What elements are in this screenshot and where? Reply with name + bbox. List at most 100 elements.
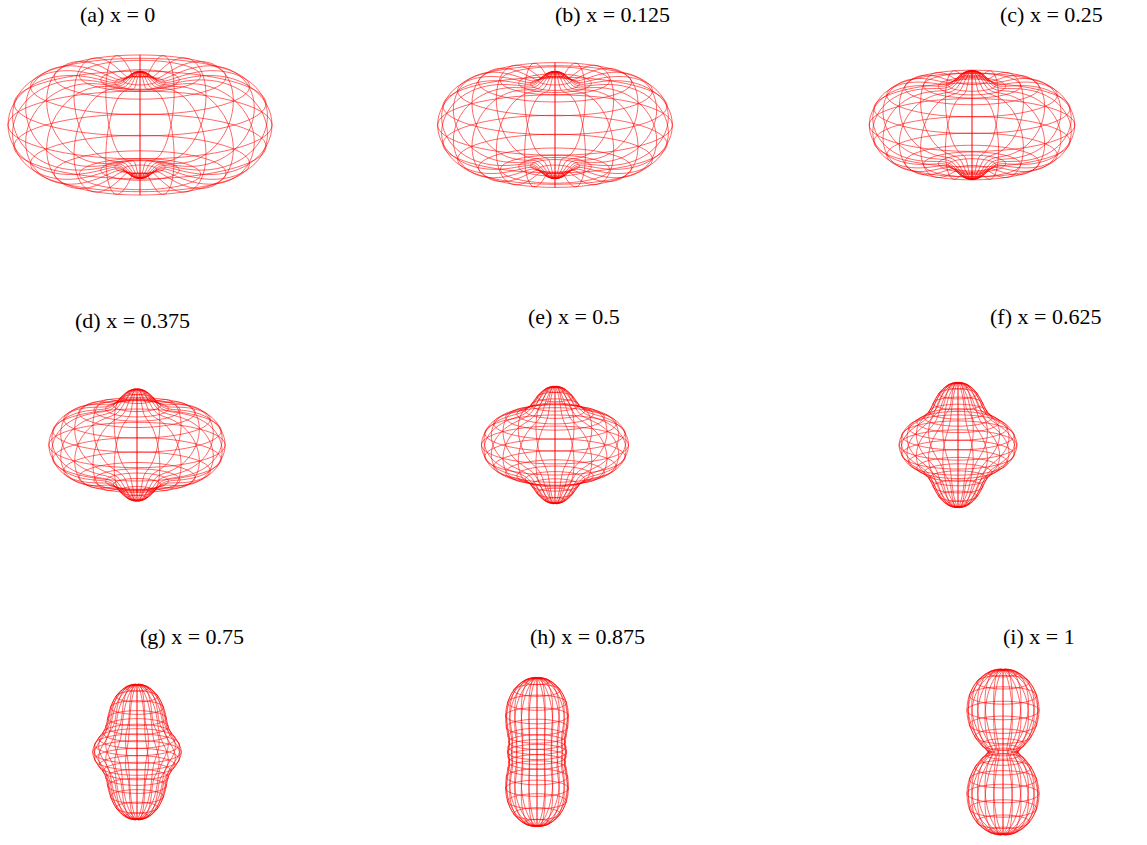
mesh-line bbox=[909, 415, 1008, 440]
mesh-line bbox=[921, 71, 972, 179]
mesh-line bbox=[507, 678, 537, 826]
mesh-line bbox=[113, 478, 160, 490]
mesh-line bbox=[958, 383, 1000, 508]
mesh-line bbox=[537, 678, 553, 826]
mesh-line bbox=[943, 382, 958, 507]
mesh-line bbox=[537, 677, 545, 826]
wireframe-surface bbox=[869, 70, 1075, 180]
mesh-line bbox=[484, 387, 555, 504]
mesh-line bbox=[1003, 669, 1021, 834]
wireframe-surface bbox=[438, 63, 673, 188]
mesh-line bbox=[137, 389, 213, 500]
mesh-line bbox=[958, 383, 973, 508]
panel-label: (c) x = 0.25 bbox=[1000, 2, 1103, 28]
mesh-line bbox=[524, 819, 550, 826]
mesh-line bbox=[958, 383, 1015, 507]
mesh-line bbox=[94, 685, 137, 820]
wireframe-surface bbox=[899, 382, 1017, 507]
mesh-line bbox=[955, 165, 989, 174]
mesh-line bbox=[106, 685, 137, 820]
mesh-line bbox=[537, 678, 564, 826]
mesh-line bbox=[905, 145, 1040, 180]
mesh-line bbox=[127, 390, 146, 395]
mesh-line bbox=[137, 685, 180, 820]
panel-label: (g) x = 0.75 bbox=[140, 624, 244, 650]
mesh-line bbox=[103, 762, 171, 780]
mesh-line bbox=[514, 684, 560, 696]
mesh-line bbox=[923, 73, 1020, 98]
mesh-line bbox=[555, 63, 556, 179]
mesh-line bbox=[126, 684, 137, 819]
mesh-line bbox=[137, 685, 181, 820]
mesh-line bbox=[1003, 669, 1004, 834]
mesh-line bbox=[508, 728, 566, 743]
mesh-line bbox=[529, 677, 537, 826]
mesh-line bbox=[985, 669, 1003, 834]
mesh-line bbox=[108, 711, 167, 726]
mesh-line bbox=[958, 383, 987, 508]
mesh-line bbox=[929, 383, 958, 508]
mesh-line bbox=[947, 501, 969, 507]
mesh-line bbox=[515, 678, 537, 826]
mesh-line bbox=[506, 678, 537, 826]
mesh-line bbox=[537, 678, 545, 827]
mesh-line bbox=[524, 678, 550, 685]
mesh-line bbox=[981, 754, 1025, 765]
mesh-line bbox=[972, 71, 1071, 179]
mesh-line bbox=[929, 382, 958, 507]
mesh-line bbox=[515, 678, 537, 826]
mesh-line bbox=[938, 155, 1005, 172]
mesh-line bbox=[137, 389, 138, 501]
mesh-line bbox=[958, 382, 959, 507]
mesh-line bbox=[478, 148, 631, 187]
mesh-line bbox=[510, 678, 537, 826]
mesh-line bbox=[458, 66, 653, 116]
mesh-line bbox=[519, 74, 592, 93]
mesh-line bbox=[94, 469, 180, 491]
mesh-line bbox=[969, 800, 1037, 817]
mesh-line bbox=[508, 761, 566, 776]
mesh-line bbox=[873, 71, 972, 179]
mesh-line bbox=[137, 685, 180, 820]
mesh-line bbox=[916, 383, 958, 508]
mesh-line bbox=[506, 460, 605, 485]
mesh-line bbox=[115, 685, 137, 820]
mesh-line bbox=[537, 678, 559, 826]
mesh-line bbox=[116, 802, 158, 813]
mesh-line bbox=[137, 389, 160, 501]
mesh-line bbox=[969, 687, 1037, 704]
mesh-line bbox=[958, 383, 1000, 508]
panel-label: (f) x = 0.625 bbox=[990, 304, 1101, 330]
wireframe-surface bbox=[8, 55, 272, 195]
mesh-line bbox=[79, 463, 195, 493]
mesh-line bbox=[938, 78, 1005, 95]
mesh-line bbox=[933, 397, 983, 410]
mesh-line bbox=[537, 677, 538, 826]
mesh-line bbox=[969, 771, 1036, 788]
mesh-line bbox=[120, 486, 155, 495]
wireframe-surface bbox=[967, 669, 1039, 835]
mesh-line bbox=[127, 495, 146, 500]
mesh-line bbox=[874, 83, 1070, 133]
mesh-line bbox=[958, 382, 987, 507]
panel-label: (h) x = 0.875 bbox=[530, 624, 645, 650]
mesh-line bbox=[901, 383, 958, 507]
mesh-line bbox=[125, 685, 148, 691]
mesh-line bbox=[110, 790, 163, 804]
mesh-line bbox=[79, 60, 200, 91]
mesh-line bbox=[905, 70, 1040, 105]
mesh-line bbox=[103, 724, 171, 742]
mesh-line bbox=[972, 71, 1023, 179]
mesh-line bbox=[972, 70, 973, 179]
mesh-line bbox=[508, 740, 566, 755]
mesh-line bbox=[537, 678, 564, 826]
mesh-line bbox=[106, 684, 137, 819]
mesh-line bbox=[986, 745, 1020, 754]
mesh-line bbox=[531, 78, 580, 91]
mesh-line bbox=[555, 387, 619, 504]
mesh-line bbox=[137, 684, 168, 819]
mesh-line bbox=[137, 684, 138, 819]
mesh-line bbox=[923, 152, 1020, 177]
mesh-line bbox=[137, 685, 148, 820]
mesh-line bbox=[1003, 670, 1039, 834]
